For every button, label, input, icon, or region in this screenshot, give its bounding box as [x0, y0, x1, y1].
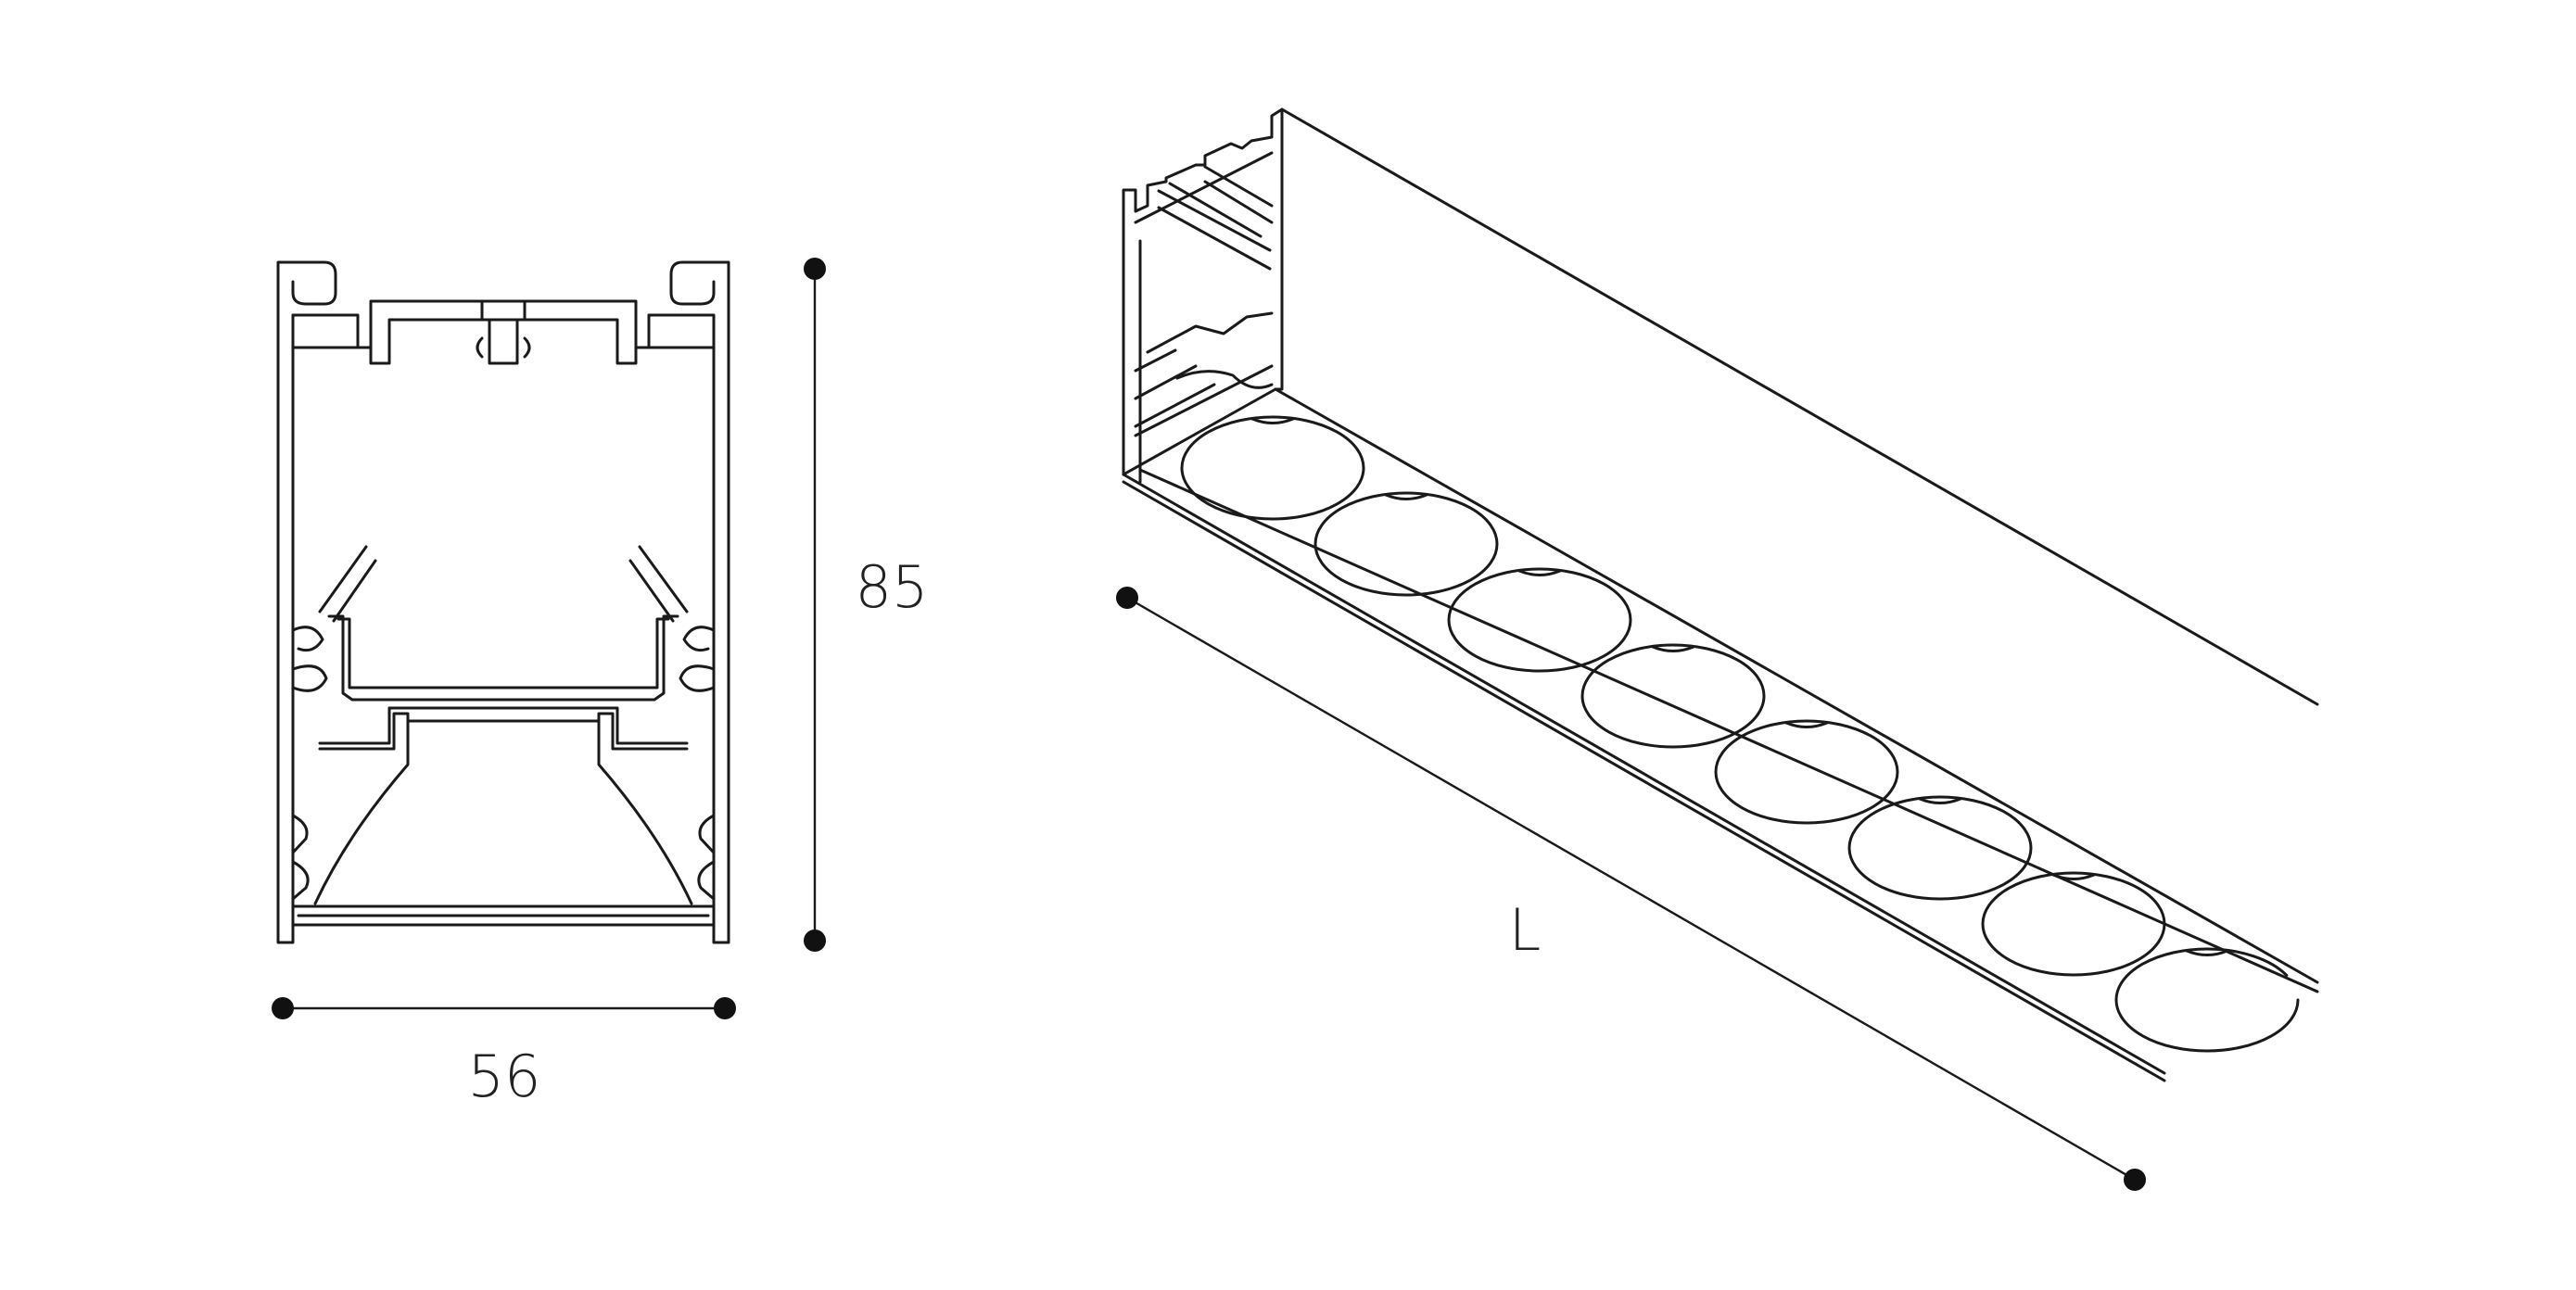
led-emitter — [1384, 493, 1428, 500]
lens-ring — [1447, 567, 1632, 673]
side-clips — [291, 626, 716, 901]
lens-ring — [1847, 795, 2033, 901]
lens-1 — [1180, 415, 1365, 521]
lens-ring — [1313, 491, 1499, 597]
width-dimension: 56 — [272, 997, 736, 1110]
isometric-view: L — [1116, 108, 2319, 1191]
profile-top-edge — [1280, 108, 2319, 706]
led-emitter — [1250, 417, 1295, 424]
lens-6 — [1847, 795, 2033, 901]
lens-3 — [1447, 567, 1632, 673]
end-cap-channels — [1134, 165, 1274, 437]
lens-7 — [1981, 871, 2166, 977]
length-label: L — [1509, 896, 1542, 964]
dimension-endpoint — [714, 997, 736, 1019]
driver-tray — [318, 545, 689, 702]
lens-ring — [1180, 415, 1365, 521]
cross-section-view: 56 85 — [272, 258, 928, 1110]
lens-ring — [1981, 871, 2166, 977]
dimension-endpoint — [804, 930, 826, 952]
lens-5 — [1714, 719, 1899, 825]
led-emitter — [1651, 645, 1695, 652]
length-dimension: L — [1116, 587, 2146, 1191]
lens-8 — [2114, 947, 2300, 1053]
height-dimension: 85 — [804, 258, 928, 952]
width-label: 56 — [468, 1043, 541, 1110]
lens-ring — [1580, 643, 1766, 749]
lens-ring — [2114, 947, 2300, 1053]
led-emitter — [2051, 873, 2096, 880]
dimension-endpoint — [1116, 587, 1138, 609]
led-emitter — [2185, 949, 2229, 956]
inner-walls — [291, 313, 716, 919]
led-emitter — [1784, 721, 1829, 728]
lens-4 — [1580, 643, 1766, 749]
dimension-endpoint — [804, 258, 826, 280]
led-emitter — [1517, 569, 1562, 576]
reflector — [313, 706, 693, 905]
profile-outline — [276, 260, 730, 944]
dimension-endpoint — [2124, 1169, 2146, 1191]
profile-front-edge — [1122, 387, 2319, 1082]
height-label: 85 — [856, 553, 929, 621]
lens-ring — [1714, 719, 1899, 825]
diffuser — [291, 904, 716, 927]
top-channel — [356, 299, 651, 365]
dimension-endpoint — [272, 997, 294, 1019]
end-cap — [1122, 108, 1284, 484]
lens-2 — [1313, 491, 1499, 597]
lens-row — [1180, 415, 2300, 1053]
led-emitter — [1918, 797, 1962, 804]
